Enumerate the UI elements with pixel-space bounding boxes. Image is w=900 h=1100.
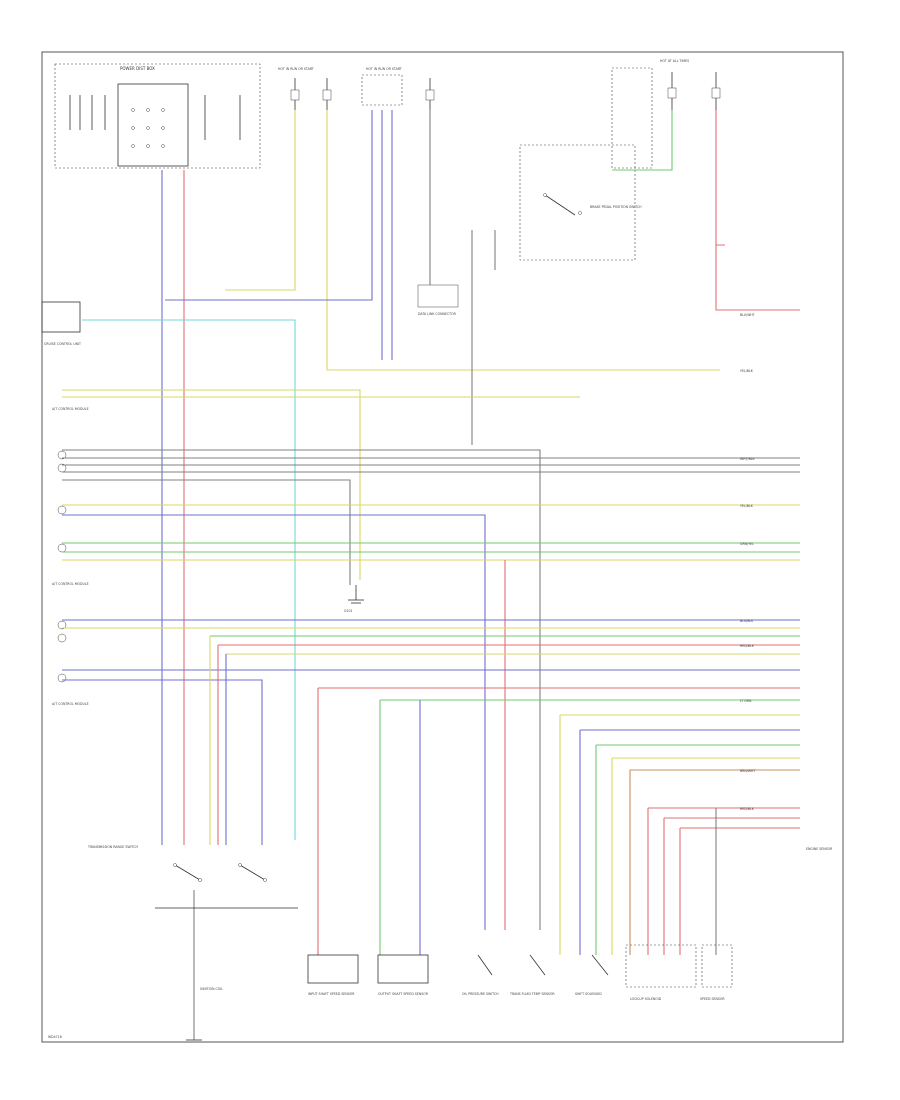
fuse-block-right: HOT AT ALL TIMES	[611, 59, 721, 169]
wire-label-10: RED/BLK	[740, 807, 755, 811]
footer-code: WD4716	[48, 1035, 62, 1039]
wire-label-7: RED/BLK	[740, 644, 755, 648]
output-shaft-label: OUTPUT SHAFT SPEED SENSOR	[378, 992, 429, 996]
ignition-coil-label: IGNITION COIL	[200, 987, 223, 991]
diagram-frame	[41, 51, 844, 1043]
atcm-label-low: A/T CONTROL MODULE	[52, 702, 89, 706]
hot-in-run-label-2: HOT IN RUN OR START	[366, 67, 402, 71]
trans-range-switch: TRANSMISSION RANGE SWITCH	[87, 845, 298, 909]
trans-fluid-temp-label: TRANS FLUID TEMP SENSOR	[509, 992, 555, 996]
engine-sensor-label: ENGINE SENSOR	[806, 847, 833, 851]
atcm-label-top: A/T CONTROL MODULE	[52, 407, 89, 411]
speed-sensor: SPEED SENSOR	[700, 944, 733, 1001]
atcm-connector-mid: A/T CONTROL MODULE	[52, 582, 89, 643]
wire-label-6: BLU/BLK	[740, 619, 754, 623]
engine-sensor: ENGINE SENSOR	[806, 847, 833, 851]
wire-label-4: YEL/BLK	[740, 504, 754, 508]
fuse-block-left: HOT IN RUN OR START	[278, 67, 332, 110]
wire-label-3: WHT/BLK	[740, 457, 756, 461]
trans-range-label: TRANSMISSION RANGE SWITCH	[87, 845, 138, 849]
right-wire-labels: BLU/WHT YEL/BLK WHT/BLK YEL/BLK GRN/YEL …	[740, 313, 756, 811]
speed-sensor-label: SPEED SENSOR	[700, 997, 725, 1001]
power-dist-label: POWER DIST BOX	[120, 66, 155, 71]
shift-solenoid: SHIFT SOLENOID	[575, 954, 609, 996]
lockup-solenoid: LOCK-UP SOLENOID	[625, 944, 697, 1001]
cruise-control-label: CRUISE CONTROL UNIT	[44, 342, 81, 346]
fuse-block-mid: HOT IN RUN OR START	[361, 67, 435, 110]
wire-label-9: BRN/WHT	[740, 769, 755, 773]
cruise-control-unit: CRUISE CONTROL UNIT	[41, 301, 81, 346]
input-shaft-label: INPUT SHAFT SPEED SENSOR	[308, 992, 355, 996]
atcm-label-mid: A/T CONTROL MODULE	[52, 582, 89, 586]
ground-g101: G101	[344, 585, 364, 613]
data-link-label: DATA LINK CONNECTOR	[418, 312, 457, 316]
wire-runs	[62, 110, 800, 1040]
hot-in-run-label-1: HOT IN RUN OR START	[278, 67, 314, 71]
shift-solenoid-label: SHIFT SOLENOID	[575, 992, 602, 996]
output-shaft-sensor: OUTPUT SHAFT SPEED SENSOR	[377, 954, 429, 996]
wire-label-8: LT GRN	[740, 699, 752, 703]
hot-at-all-times-label: HOT AT ALL TIMES	[660, 59, 689, 63]
wire-label-2: YEL/BLK	[740, 369, 754, 373]
data-link-connector: DATA LINK CONNECTOR	[417, 284, 459, 316]
brake-switch-label: BRAKE PEDAL POSITION SWITCH	[590, 205, 642, 209]
lockup-solenoid-label: LOCK-UP SOLENOID	[630, 997, 662, 1001]
trans-fluid-temp-sensor: TRANS FLUID TEMP SENSOR	[509, 954, 555, 996]
oil-pressure-label: OIL PRESSURE SWITCH	[462, 992, 499, 996]
input-shaft-sensor: INPUT SHAFT SPEED SENSOR	[307, 954, 359, 996]
power-dist-box: POWER DIST BOX	[54, 63, 261, 169]
wire-label-5: GRN/YEL	[740, 542, 754, 546]
atcm-connector-low: A/T CONTROL MODULE	[52, 673, 89, 706]
g101-label: G101	[344, 609, 353, 613]
ignition-coil: IGNITION COIL	[186, 987, 223, 1041]
oil-pressure-switch: OIL PRESSURE SWITCH	[462, 954, 499, 996]
brake-switch: BRAKE PEDAL POSITION SWITCH	[519, 144, 642, 261]
wire-label-1: BLU/WHT	[740, 313, 755, 317]
